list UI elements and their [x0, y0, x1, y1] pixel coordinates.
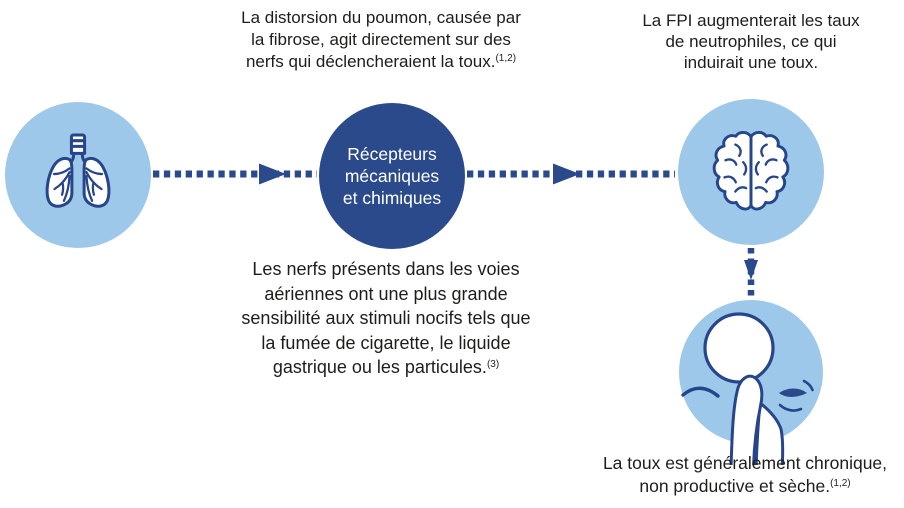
- cough-node: [679, 300, 823, 465]
- caption-line: la fumée de cigarette, le liquide: [261, 332, 511, 353]
- caption-fpi-neutrophiles: La FPI augmenterait les taux de neutroph…: [612, 10, 890, 73]
- caption-line: aériennes ont une plus grande: [264, 283, 508, 304]
- arrow-receptors-to-brain: [467, 163, 675, 185]
- caption-line: gastrique ou les particules.(3): [191, 355, 581, 380]
- receptors-label-line: et chimiques: [342, 188, 442, 208]
- caption-line-text: non productive et sèche.: [639, 476, 831, 496]
- caption-line: de neutrophiles, ce qui: [665, 32, 837, 51]
- lungs-node: [5, 102, 151, 248]
- lungs-icon: [45, 133, 111, 208]
- caption-line-text: nerfs qui déclencheraient la toux.: [245, 52, 496, 71]
- reference-superscript: (1,2): [830, 478, 851, 489]
- brain-icon: [712, 130, 790, 211]
- caption-chronic-cough: La toux est généralement chronique, non …: [565, 452, 904, 498]
- caption-line-text: gastrique ou les particules.: [272, 357, 487, 377]
- reference-superscript: (1,2): [495, 53, 517, 64]
- receptors-label-line: mécaniques: [344, 166, 440, 186]
- caption-line: induirait une toux.: [683, 53, 819, 72]
- caption-airway-nerves: Les nerfs présents dans les voies aérien…: [191, 257, 581, 380]
- caption-line: la fibrose, agit directement sur des: [251, 30, 511, 49]
- caption-line: La toux est généralement chronique,: [602, 453, 888, 473]
- caption-line: La distorsion du poumon, causée par: [241, 8, 521, 27]
- receptors-node: Récepteurs mécaniques et chimiques: [319, 103, 465, 249]
- arrow-lungs-to-receptors: [153, 163, 317, 185]
- caption-line: non productive et sèche.(1,2): [565, 475, 904, 498]
- receptors-label-line: Récepteurs: [347, 144, 437, 164]
- coughing-person-icon: [679, 300, 823, 465]
- caption-line: sensibilité aux stimuli nocifs tels que: [241, 308, 531, 328]
- reference-superscript: (3): [486, 359, 500, 370]
- caption-lung-distortion: La distorsion du poumon, causée par la f…: [186, 7, 576, 73]
- caption-line: nerfs qui déclencheraient la toux.(1,2): [186, 51, 576, 73]
- caption-line: Les nerfs présents dans les voies: [252, 259, 520, 279]
- arrow-brain-to-cough: [744, 248, 758, 300]
- caption-line: La FPI augmenterait les taux: [642, 11, 860, 30]
- brain-node: [678, 99, 824, 245]
